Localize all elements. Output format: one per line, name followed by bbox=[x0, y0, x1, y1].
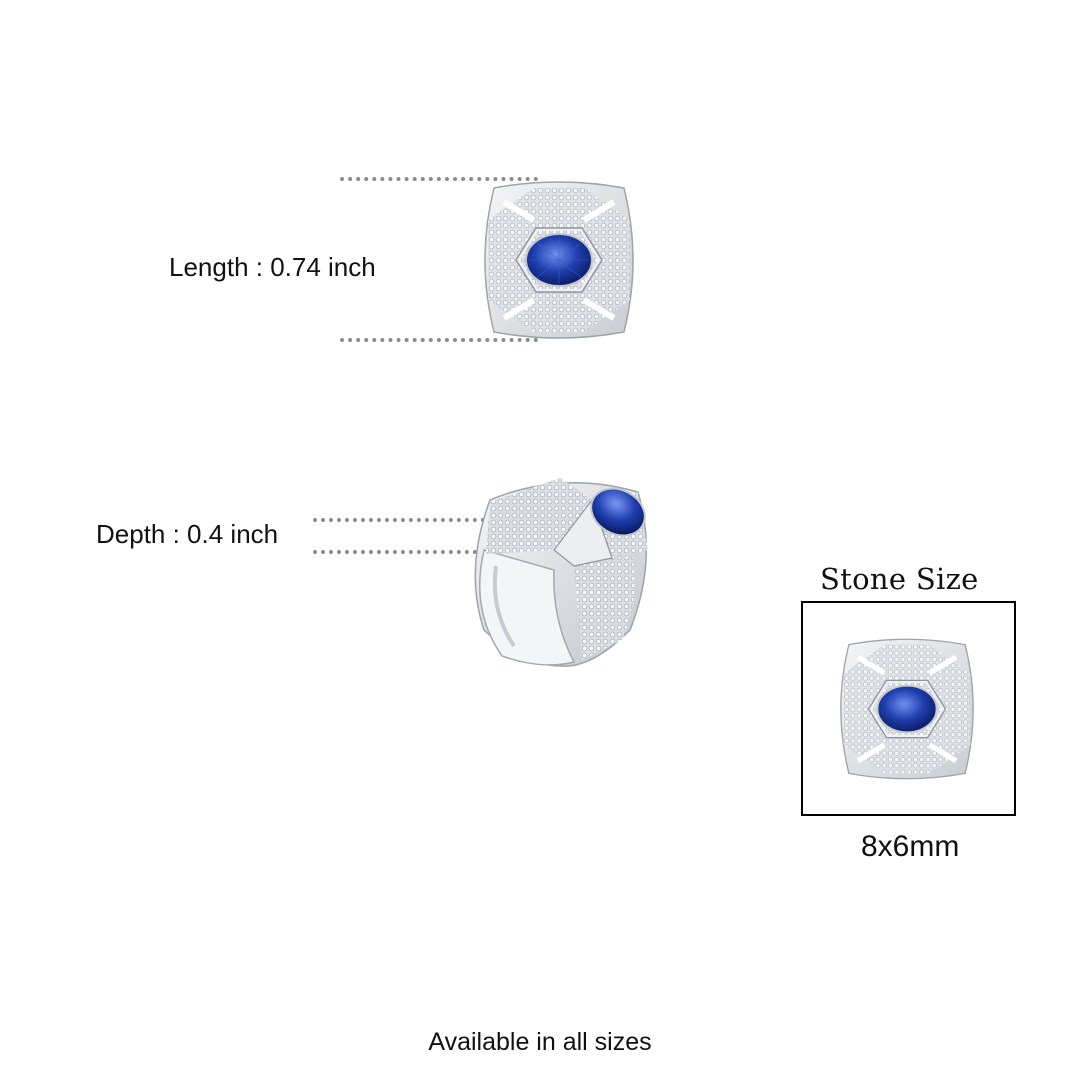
stone-size-box bbox=[801, 601, 1016, 816]
length-label: Length : 0.74 inch bbox=[169, 252, 376, 282]
ring-stone-thumbnail-icon bbox=[831, 637, 983, 781]
depth-label: Depth : 0.4 inch bbox=[96, 519, 279, 549]
depth-bottom-guide bbox=[313, 550, 485, 554]
ring-top-view-icon bbox=[474, 180, 644, 340]
availability-note: Available in all sizes bbox=[428, 1028, 652, 1056]
stone-size-title: Stone Size bbox=[820, 562, 979, 596]
length-top-guide bbox=[340, 177, 538, 181]
ring-side-view-icon bbox=[462, 470, 662, 670]
depth-top-guide bbox=[313, 518, 485, 522]
stone-size-value: 8x6mm bbox=[861, 830, 960, 863]
length-bottom-guide bbox=[340, 338, 538, 342]
